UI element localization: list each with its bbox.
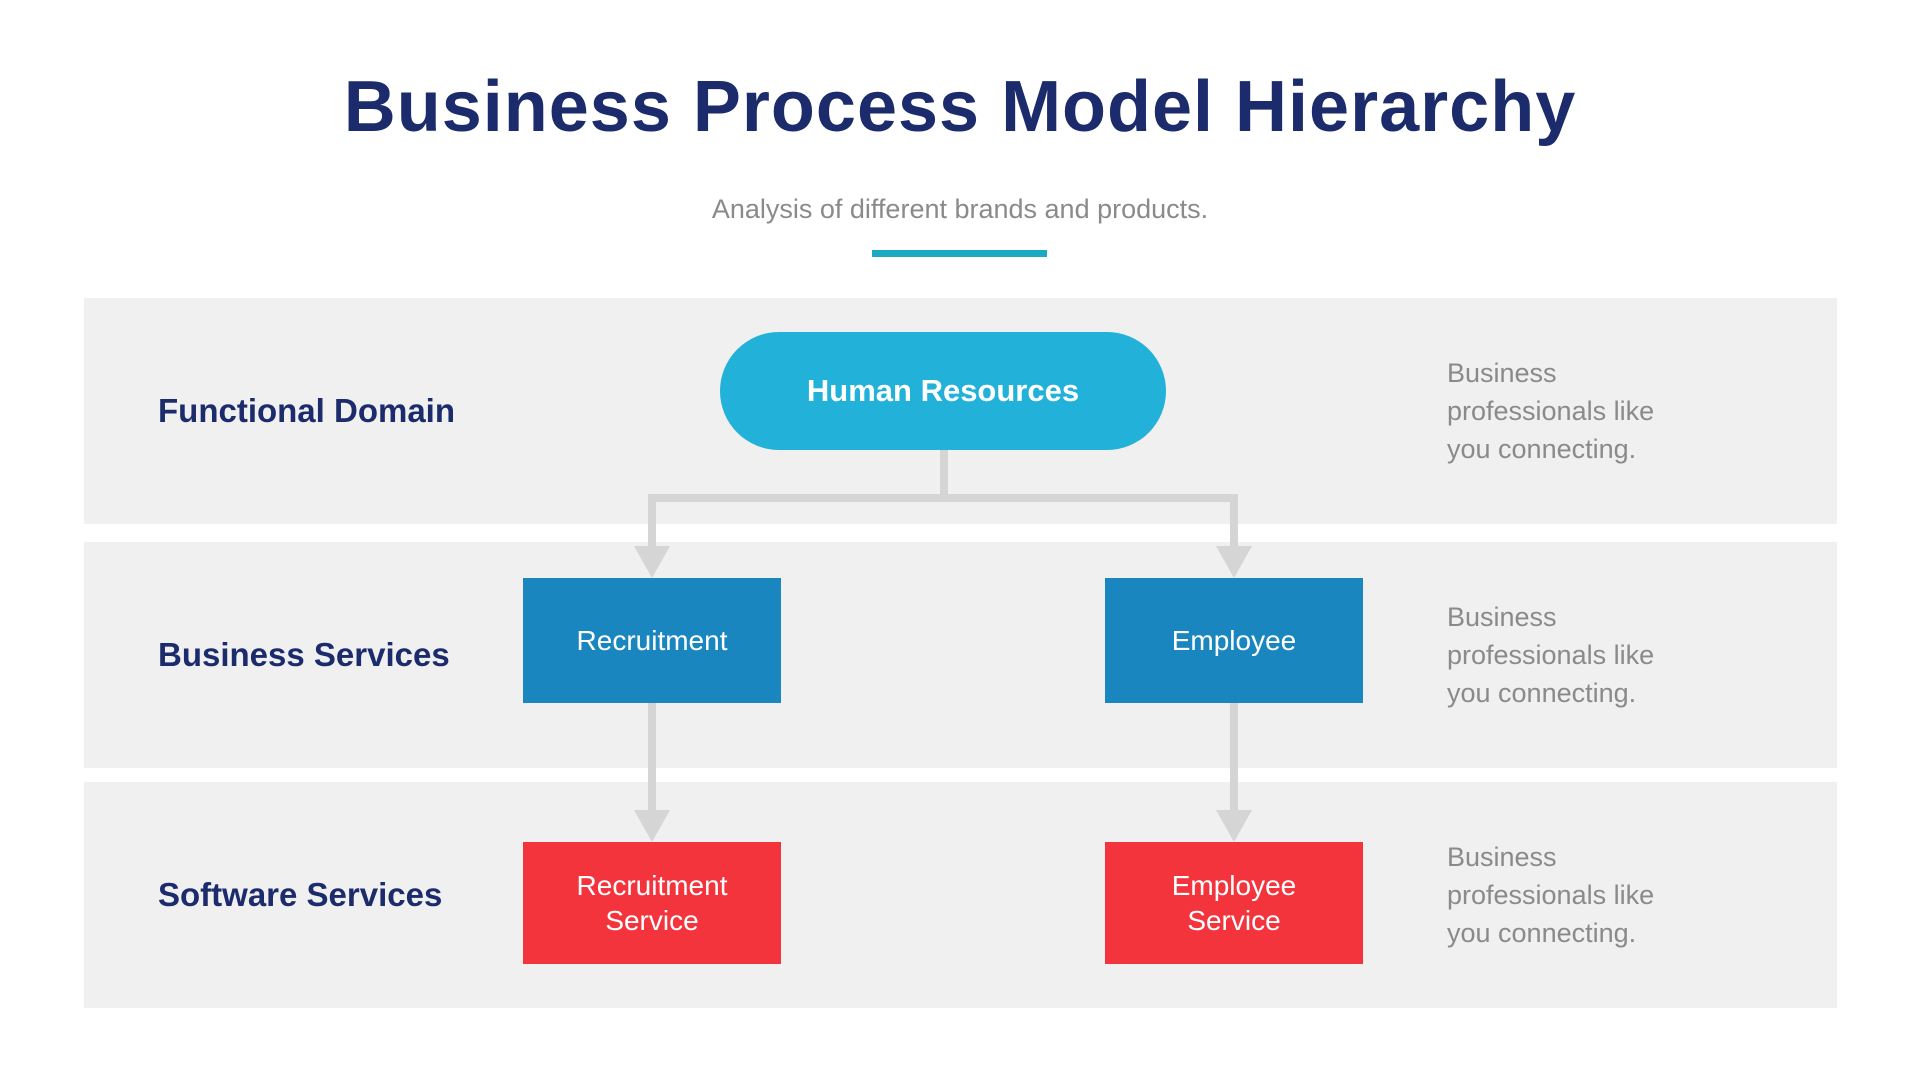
accent-underline — [872, 250, 1047, 257]
connector-left-stem-level3 — [648, 703, 656, 812]
connector-right-drop — [1230, 494, 1238, 548]
connector-horizontal-bar — [648, 494, 1238, 502]
connector-right-stem-level3 — [1230, 703, 1238, 812]
arrowhead-down-icon — [634, 546, 670, 578]
row-band-business-services — [84, 542, 1837, 768]
connector-root-stem — [940, 450, 948, 502]
row-description-functional-domain: Business professionals like you connecti… — [1447, 358, 1655, 464]
node-human-resources: Human Resources — [720, 332, 1166, 450]
row-label-business-services: Business Services — [158, 636, 450, 673]
node-employee: Employee — [1105, 578, 1363, 703]
node-employee-service: Employee Service — [1105, 842, 1363, 964]
page-title: Business Process Model Hierarchy — [343, 67, 1577, 147]
page-subtitle: Analysis of different brands and product… — [711, 194, 1209, 224]
row-description-business-services: Business professionals like you connecti… — [1447, 602, 1655, 708]
connector-left-drop — [648, 494, 656, 548]
node-recruitment: Recruitment — [523, 578, 781, 703]
arrowhead-down-icon — [634, 810, 670, 842]
row-description-software-services: Business professionals like you connecti… — [1447, 842, 1655, 948]
row-band-software-services — [84, 782, 1837, 1008]
arrowhead-down-icon — [1216, 810, 1252, 842]
arrowhead-down-icon — [1216, 546, 1252, 578]
node-recruitment-service: Recruitment Service — [523, 842, 781, 964]
row-label-software-services: Software Services — [158, 876, 443, 913]
row-label-functional-domain: Functional Domain — [158, 392, 455, 429]
